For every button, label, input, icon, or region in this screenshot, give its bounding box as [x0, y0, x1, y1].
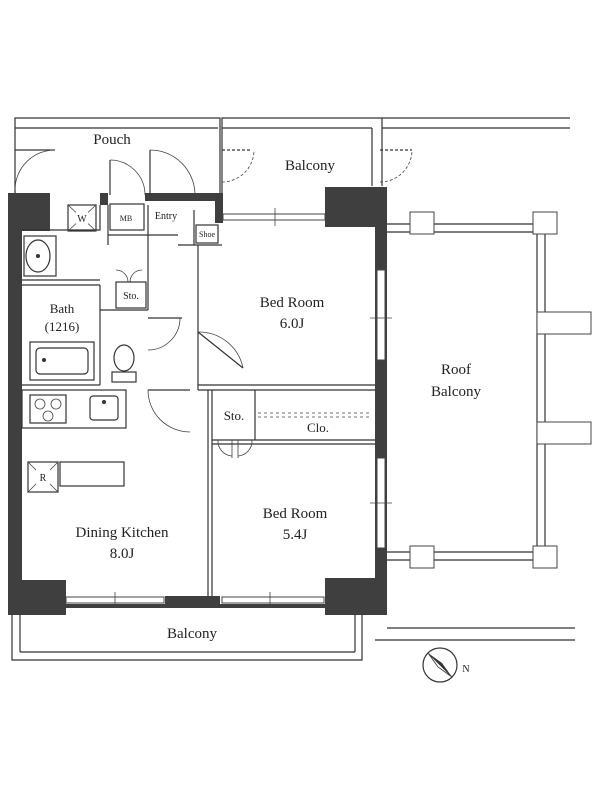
- roof-balcony-outline: [387, 211, 592, 569]
- dining-kitchen-label: Dining Kitchen: [76, 525, 169, 541]
- mb-label: MB: [120, 214, 132, 223]
- compass-north-label: N: [462, 664, 469, 675]
- pouch-label: Pouch: [93, 132, 131, 148]
- storage-label: Sto.: [224, 408, 245, 423]
- closet-rod: [258, 412, 372, 418]
- bedroom1-size: 6.0J: [280, 316, 305, 332]
- bedroom1-label: Bed Room: [260, 295, 325, 311]
- shoe-box: [195, 224, 219, 244]
- counter-2: [59, 461, 125, 487]
- windows: [65, 208, 392, 608]
- bathtub-icon: [29, 341, 95, 381]
- bath-label: Bath: [50, 301, 75, 316]
- storage-small-box: [115, 281, 147, 309]
- roof-balcony-label-2: Balcony: [431, 384, 481, 400]
- washbasin-icon: [23, 235, 57, 277]
- mb-box: [109, 203, 145, 231]
- kitchen-counter: [21, 389, 127, 429]
- bottom-outline: [11, 615, 575, 661]
- compass-icon: [422, 647, 458, 683]
- washer-label: W: [77, 214, 87, 225]
- washer-icon: [67, 204, 97, 232]
- fridge-icon: [27, 461, 59, 493]
- bath-size: (1216): [45, 319, 80, 334]
- bedroom2-size: 5.4J: [283, 527, 308, 543]
- toilet-icon: [111, 344, 137, 383]
- balcony-top-label: Balcony: [285, 158, 335, 174]
- closet-label: Clo.: [307, 420, 329, 435]
- partitions: [22, 205, 375, 596]
- entry-label: Entry: [155, 211, 177, 222]
- storage-small-label: Sto.: [123, 291, 139, 302]
- top-outline: [14, 117, 570, 195]
- sink-icon: [89, 395, 119, 421]
- stove-icon: [29, 394, 67, 424]
- roof-balcony-label-1: Roof: [441, 362, 471, 378]
- dining-kitchen-size: 8.0J: [110, 546, 135, 562]
- doors: [14, 149, 413, 458]
- bedroom2-label: Bed Room: [263, 506, 328, 522]
- fridge-label: R: [40, 473, 47, 484]
- shoe-label: Shoe: [199, 230, 215, 239]
- balcony-bottom-label: Balcony: [167, 626, 217, 642]
